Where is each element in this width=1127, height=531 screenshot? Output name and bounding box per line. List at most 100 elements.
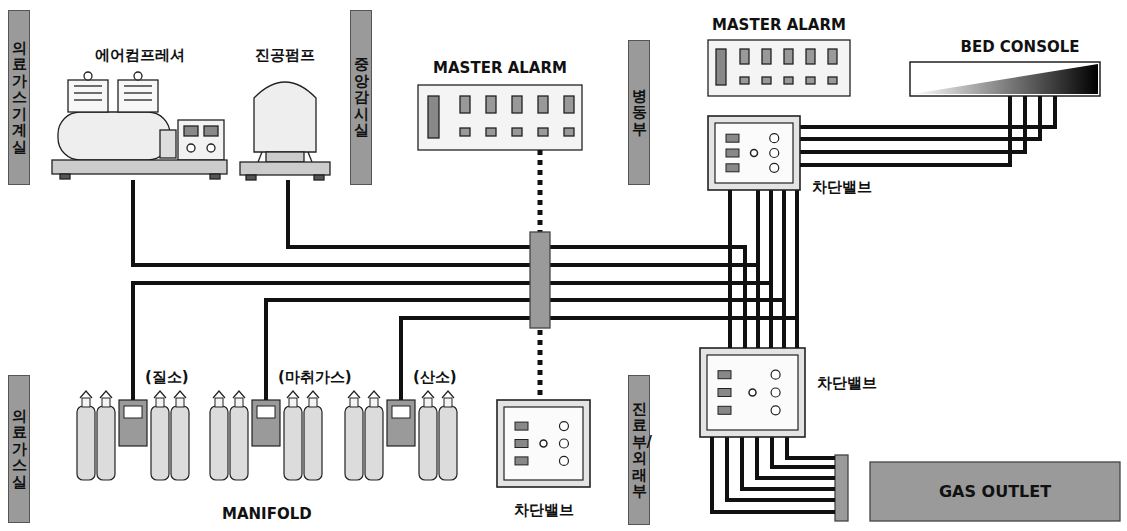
alarm-panel bbox=[828, 49, 837, 64]
part-label: BED CONSOLE bbox=[930, 38, 1110, 56]
vacuum-pump bbox=[240, 82, 330, 180]
pipe-line bbox=[800, 96, 1055, 127]
air-compressor bbox=[84, 72, 92, 80]
pipe-line bbox=[769, 190, 773, 283]
vacuum-pump bbox=[314, 175, 324, 180]
valve-box bbox=[771, 406, 780, 415]
gas-cylinder bbox=[392, 406, 410, 418]
air-compressor bbox=[187, 144, 195, 152]
gas-outlet: GAS OUTLET bbox=[835, 455, 1120, 521]
alarm-panel bbox=[716, 49, 726, 85]
pipe-line bbox=[782, 190, 786, 300]
valve-box bbox=[751, 150, 758, 157]
bed-console bbox=[912, 64, 1098, 94]
gas-cylinder bbox=[80, 391, 92, 398]
alarm-panel bbox=[828, 77, 837, 84]
part-label: 진공펌프 bbox=[220, 46, 350, 64]
gas-cylinder bbox=[307, 391, 319, 398]
valve-box bbox=[726, 164, 739, 172]
gas-cylinder bbox=[119, 400, 147, 446]
alarm-panel bbox=[418, 85, 582, 150]
gas-cylinder bbox=[213, 391, 225, 398]
gas-cylinder bbox=[131, 388, 135, 400]
valve-box bbox=[718, 389, 731, 397]
gas-cylinder bbox=[210, 406, 228, 480]
vacuum-pump bbox=[258, 152, 262, 162]
air-compressor bbox=[178, 120, 224, 160]
vacuum-pump bbox=[246, 175, 256, 180]
bed-console bbox=[910, 62, 1100, 96]
air-compressor bbox=[134, 72, 142, 80]
valve-box bbox=[718, 406, 731, 414]
valve-box bbox=[771, 388, 780, 397]
alarm-panel bbox=[762, 49, 771, 64]
alarm-panel bbox=[784, 49, 793, 64]
manifold: (산소) bbox=[343, 388, 461, 480]
air-compressor bbox=[74, 99, 102, 100]
gas-cylinder bbox=[365, 406, 383, 480]
gas-cylinder bbox=[124, 406, 142, 418]
pipe-line bbox=[787, 437, 835, 458]
pipe-line bbox=[800, 96, 1040, 139]
room-label: 중앙감시실 bbox=[354, 56, 369, 139]
part-label: (마취가스) bbox=[278, 368, 352, 386]
gas-cylinder bbox=[387, 400, 415, 446]
vacuum-pump bbox=[266, 152, 304, 162]
part-label: MASTER ALARM bbox=[398, 59, 602, 77]
gas-cylinder bbox=[82, 398, 90, 407]
valve-box bbox=[515, 422, 528, 430]
valve-box bbox=[749, 389, 756, 396]
room-label: 의료가스실 bbox=[12, 408, 27, 491]
alarm-panel bbox=[806, 77, 815, 84]
valve-box bbox=[771, 370, 780, 379]
valve-box bbox=[715, 123, 793, 183]
gas-cylinder bbox=[77, 388, 457, 480]
alarm-panel bbox=[486, 128, 496, 136]
alarm-panel bbox=[784, 77, 793, 84]
alarm-panel bbox=[538, 96, 548, 113]
air-compressor bbox=[124, 99, 152, 100]
gas-cylinder bbox=[399, 388, 403, 400]
pipe-line bbox=[288, 180, 745, 348]
room-label: 의료가스 기계실 bbox=[12, 40, 27, 156]
room-band: 의료가스실 bbox=[8, 375, 30, 523]
valve-box bbox=[726, 149, 739, 157]
valve-box bbox=[497, 400, 590, 487]
valve-box bbox=[770, 163, 779, 172]
gas-cylinder bbox=[252, 400, 280, 446]
equipment: 진공펌프 bbox=[240, 72, 330, 180]
part-label: MASTER ALARM bbox=[688, 16, 870, 34]
air-compressor bbox=[207, 144, 215, 152]
gas-cylinder bbox=[348, 391, 360, 398]
valve-box bbox=[515, 440, 528, 448]
vacuum-pump bbox=[254, 82, 316, 152]
valve-box bbox=[770, 149, 779, 158]
alarm-panel bbox=[460, 96, 470, 113]
gas-cylinder bbox=[264, 388, 268, 400]
alarm-panel bbox=[806, 49, 815, 64]
gas-cylinder bbox=[289, 398, 297, 407]
room-label: 병동부 bbox=[632, 88, 647, 138]
gas-cylinder bbox=[345, 406, 363, 480]
air-compressor bbox=[118, 80, 158, 112]
alarm-panel bbox=[428, 96, 439, 138]
gas-cylinder bbox=[97, 406, 115, 480]
part-label: (산소) bbox=[413, 368, 457, 386]
manifold: (질소) bbox=[75, 388, 193, 480]
air-compressor bbox=[58, 112, 170, 160]
air-compressor bbox=[184, 126, 198, 136]
alarm-panel bbox=[564, 128, 574, 136]
pipe-line bbox=[133, 180, 758, 348]
valve-box bbox=[559, 422, 568, 431]
gas-cylinder bbox=[350, 398, 358, 407]
valve-box bbox=[708, 116, 800, 190]
valve-box bbox=[559, 456, 568, 465]
gas-outlet bbox=[870, 462, 1120, 521]
part-label: 차단밸브 bbox=[812, 178, 872, 196]
pipe-line bbox=[266, 300, 784, 388]
room-band: 병동부 bbox=[628, 40, 650, 185]
gas-cylinder bbox=[215, 398, 223, 407]
air-compressor bbox=[160, 130, 176, 158]
